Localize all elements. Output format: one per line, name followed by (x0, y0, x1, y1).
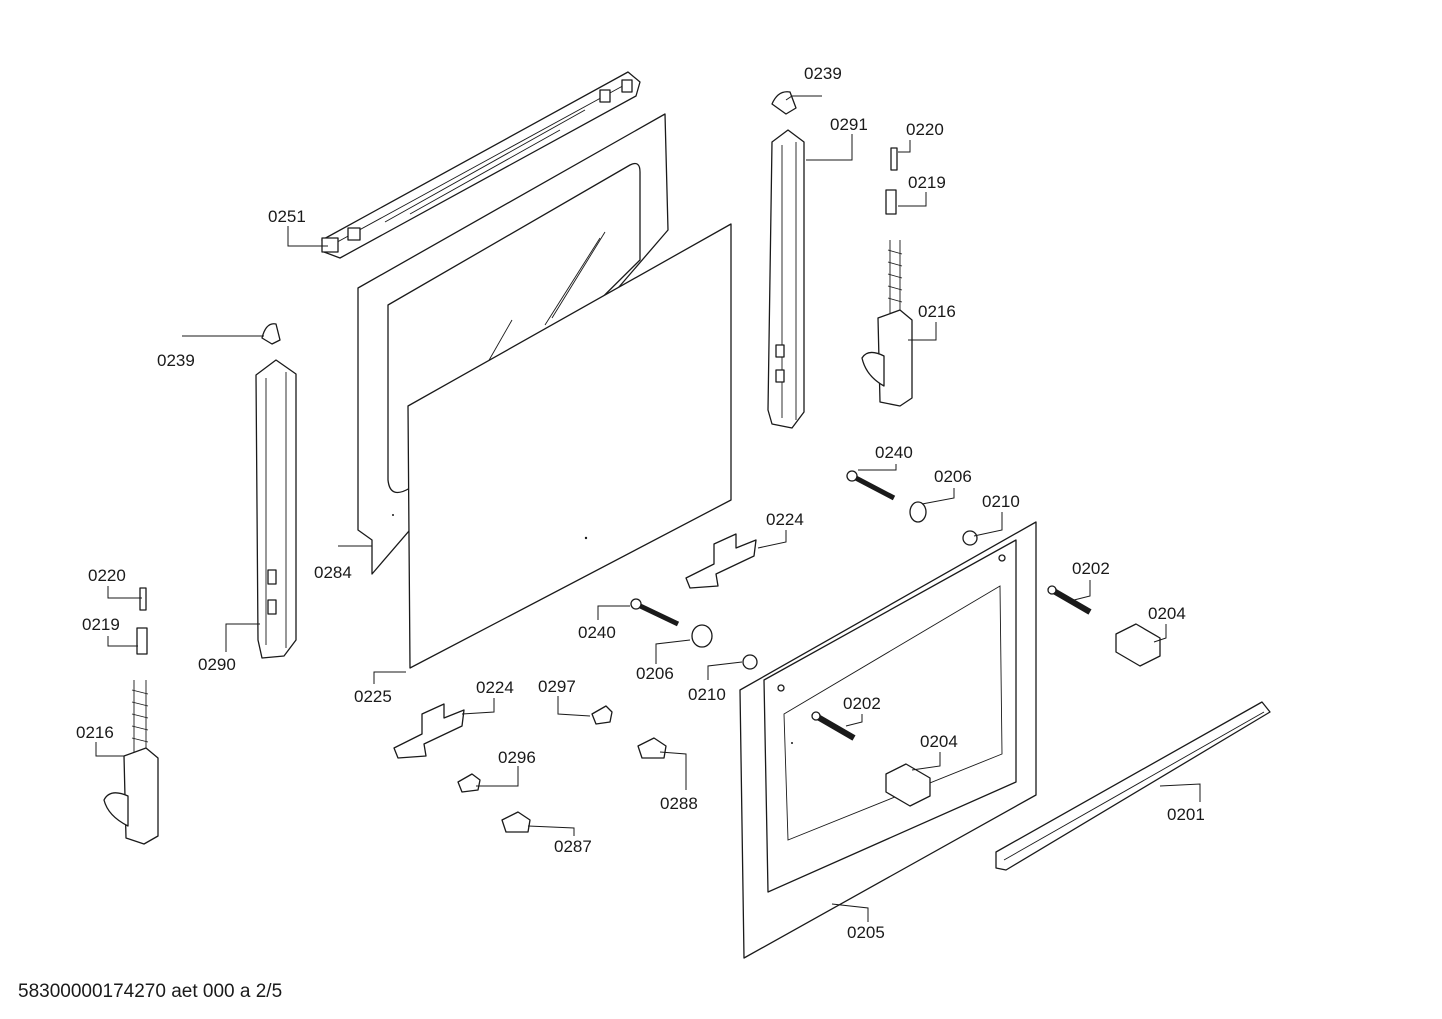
block-0204-inner (885, 763, 931, 807)
label-0224-right: 0224 (766, 510, 804, 529)
label-0220-left: 0220 (88, 566, 126, 585)
door-handle-0201 (995, 701, 1271, 871)
label-0216-right: 0216 (918, 302, 956, 321)
label-0288: 0288 (660, 794, 698, 813)
left-side-profile-0290 (255, 359, 297, 659)
label-0210-top: 0210 (982, 492, 1020, 511)
right-side-profile-0291 (767, 129, 805, 429)
label-0240-top: 0240 (875, 443, 913, 462)
block-0204-right (1115, 623, 1161, 667)
middle-glass-pane-0225 (392, 223, 732, 669)
label-0216-left: 0216 (76, 723, 114, 742)
bracket-0224-left (393, 703, 465, 759)
label-0206-mid: 0206 (636, 664, 674, 683)
left-hinge-assembly (103, 587, 159, 845)
label-0210-mid: 0210 (688, 685, 726, 704)
label-0251: 0251 (268, 207, 306, 226)
label-0206-top: 0206 (934, 467, 972, 486)
label-0205: 0205 (847, 923, 885, 942)
label-0225: 0225 (354, 687, 392, 706)
right-pin-0220 (890, 147, 898, 171)
label-0239-left: 0239 (157, 351, 195, 370)
label-0204-right: 0204 (1148, 604, 1186, 623)
washer-0206-top (909, 501, 927, 523)
spacer-0210-top (962, 530, 978, 546)
right-bushing-0219 (885, 189, 897, 215)
part-labels: 0239 0291 0220 0219 0216 0251 0239 0240 … (76, 64, 1205, 942)
label-0291: 0291 (830, 115, 868, 134)
label-0239-top: 0239 (804, 64, 842, 83)
spacer-0210-mid (742, 654, 758, 670)
top-trim-rail-0251 (321, 71, 641, 259)
left-pin-0220 (139, 587, 147, 611)
label-0290: 0290 (198, 655, 236, 674)
label-0240-mid: 0240 (578, 623, 616, 642)
label-0202-inner: 0202 (843, 694, 881, 713)
label-0201: 0201 (1167, 805, 1205, 824)
outer-door-glass-0205 (739, 521, 1037, 959)
screw-0240-top (846, 470, 896, 501)
pin-0202-right (1047, 585, 1092, 615)
pin-0202-inner (811, 711, 856, 741)
bracket-0224-right (685, 533, 757, 589)
washer-0206-mid (691, 624, 713, 648)
label-0284: 0284 (314, 563, 352, 582)
label-0219-right: 0219 (908, 173, 946, 192)
label-0219-left: 0219 (82, 615, 120, 634)
left-bushing-0219 (136, 627, 148, 655)
label-0297: 0297 (538, 677, 576, 696)
label-0220-right: 0220 (906, 120, 944, 139)
label-0287: 0287 (554, 837, 592, 856)
clip-0288 (637, 737, 667, 759)
label-0202-right: 0202 (1072, 559, 1110, 578)
clip-0297 (591, 705, 613, 725)
left-clip-0239 (261, 323, 281, 345)
right-clip-0239 (771, 91, 797, 115)
leader-lines (95, 95, 1201, 922)
clip-0287 (501, 811, 531, 833)
label-0296: 0296 (498, 748, 536, 767)
document-code: 58300000174270 aet 000 a 2/5 (18, 981, 283, 1002)
clip-0296 (457, 773, 481, 793)
label-0204-inner: 0204 (920, 732, 958, 751)
screw-0240-mid (630, 598, 680, 627)
right-hinge-assembly (861, 147, 913, 407)
label-0224-left: 0224 (476, 678, 514, 697)
